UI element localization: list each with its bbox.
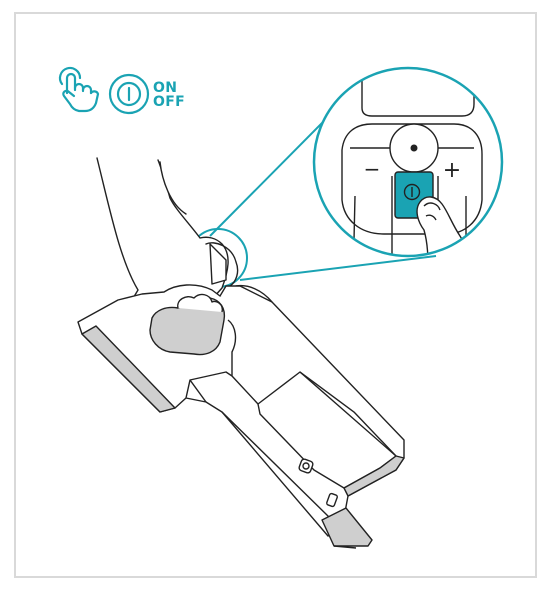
on-label: ON	[153, 80, 178, 96]
user-arm	[96, 157, 239, 318]
power-button-icon	[108, 73, 150, 115]
magnified-controls: − +	[312, 66, 504, 258]
tap-gesture-icon	[58, 66, 100, 113]
minus-label: −	[364, 157, 381, 181]
plus-label: +	[443, 158, 461, 183]
off-label: OFF	[153, 94, 185, 110]
handheld-vacuum	[77, 243, 405, 549]
